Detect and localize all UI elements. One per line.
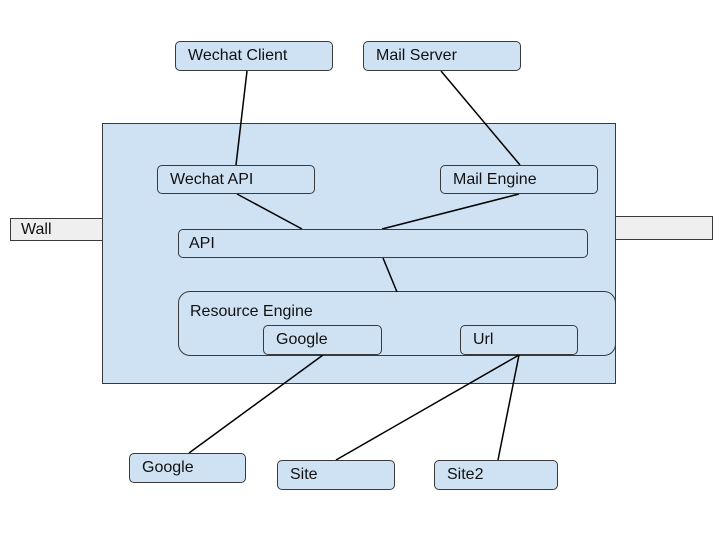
url-label: Url bbox=[473, 331, 494, 348]
resource-google-label: Google bbox=[276, 331, 328, 348]
site2-label: Site2 bbox=[447, 466, 484, 483]
line-mail-server-to-engine bbox=[440, 70, 521, 166]
line-api-to-resource-engine bbox=[382, 257, 398, 293]
site-label: Site bbox=[290, 466, 318, 483]
mail-engine-label: Mail Engine bbox=[453, 170, 537, 188]
wechat-client-box: Wechat Client bbox=[175, 41, 333, 71]
line-google-inner-to-google bbox=[188, 354, 324, 454]
line-url-to-site bbox=[335, 354, 520, 461]
wechat-client-label: Wechat Client bbox=[188, 47, 288, 64]
resource-google-box: Google bbox=[263, 325, 382, 355]
google-box: Google bbox=[129, 453, 246, 483]
wechat-api-label: Wechat API bbox=[170, 170, 254, 188]
wall-label: Wall bbox=[21, 220, 52, 238]
mail-server-box: Mail Server bbox=[363, 41, 521, 71]
site-box: Site bbox=[277, 460, 395, 490]
wechat-api-box: Wechat API bbox=[157, 165, 315, 194]
google-label: Google bbox=[142, 459, 194, 476]
url-box: Url bbox=[460, 325, 578, 355]
wall-left: Wall bbox=[10, 218, 104, 241]
api-label: API bbox=[189, 234, 215, 252]
line-url-to-site2 bbox=[497, 354, 520, 461]
site2-box: Site2 bbox=[434, 460, 558, 490]
wall-right bbox=[614, 216, 713, 240]
api-box: API bbox=[178, 229, 588, 258]
mail-engine-box: Mail Engine bbox=[440, 165, 598, 194]
resource-engine-label: Resource Engine bbox=[190, 303, 313, 320]
mail-server-label: Mail Server bbox=[376, 47, 457, 64]
line-wechat-api-to-api bbox=[236, 193, 303, 230]
line-mail-engine-to-api bbox=[381, 193, 520, 230]
line-wechat-client-to-api bbox=[235, 70, 248, 166]
